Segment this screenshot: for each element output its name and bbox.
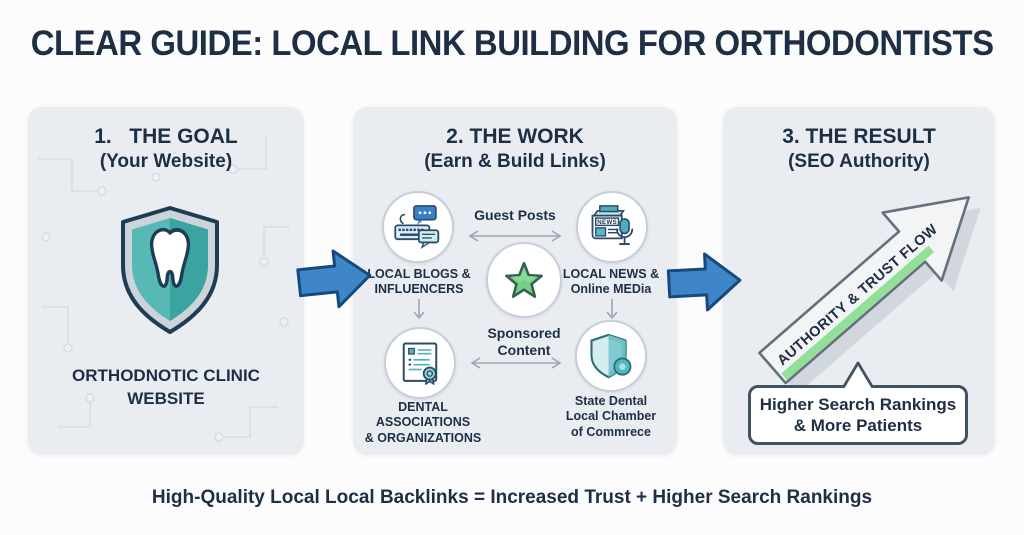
- callout-pointer: [841, 361, 875, 388]
- double-arrow-icon: [470, 357, 562, 369]
- tooth-shield-icon: [121, 206, 219, 334]
- node-local-news: NEWS: [576, 191, 648, 263]
- node-dental-associations: [384, 327, 456, 399]
- goal-subheading: (Your Website): [99, 151, 233, 172]
- certificate-icon: [402, 342, 438, 385]
- node-dental-associations-label: DENTAL ASSOCIATIONS & ORGANIZATIONS: [364, 400, 482, 445]
- result-heading: 3. THE RESULT: [782, 125, 936, 148]
- sponsored-content-label: Sponsored Content: [487, 325, 561, 358]
- result-callout: Higher Search Rankings & More Patients: [748, 385, 968, 445]
- goal-caption: ORTHODNOTIC CLINIC WEBSITE: [72, 366, 260, 408]
- growth-arrow: AUTHORITY & TRUST FLOW: [758, 196, 981, 394]
- down-arrow-icon: [413, 299, 425, 320]
- double-arrow-icon: [468, 230, 562, 242]
- panel-goal: 1. THE GOAL (Your Website) ORTHODNOTIC C…: [28, 107, 304, 455]
- result-subheading: (SEO Authority): [788, 151, 930, 172]
- panel-result: 3. THE RESULT (SEO Authority) AUTHORITY …: [723, 107, 995, 455]
- connector-arrow-icon: [296, 249, 372, 309]
- newspaper-mic-icon: NEWS: [591, 205, 634, 246]
- page-title: CLEAR GUIDE: LOCAL LINK BUILDING FOR ORT…: [30, 24, 994, 63]
- star-icon: [505, 261, 543, 298]
- node-local-news-label: LOCAL NEWS & Online MEDia: [562, 267, 660, 297]
- node-sponsored-content: [486, 242, 562, 318]
- guest-posts-label: Guest Posts: [474, 207, 556, 223]
- circuit-pattern-decoration: [38, 137, 290, 442]
- keyboard-chat-icon: [394, 205, 440, 249]
- node-chamber-label: State Dental Local Chamber of Commrece: [565, 394, 657, 439]
- work-subheading: (Earn & Build Links): [424, 151, 606, 172]
- news-icon-text: NEWS: [597, 219, 617, 226]
- shield-badge-icon: [590, 333, 632, 379]
- node-chamber: [575, 320, 647, 392]
- node-local-blogs-label: LOCAL BLOGS & INFLUENCERS: [367, 267, 471, 297]
- down-arrow-icon: [606, 299, 618, 320]
- goal-heading: 1. THE GOAL: [94, 125, 238, 148]
- panel-work: 2. THE WORK (Earn & Build Links) Guest P…: [353, 107, 677, 455]
- node-local-blogs: [382, 191, 454, 263]
- growth-arrow-label: AUTHORITY & TRUST FLOW: [774, 221, 940, 369]
- connector-arrow-icon: [666, 252, 742, 312]
- work-heading: 2. THE WORK: [446, 125, 584, 148]
- footer-caption: High-Quality Local Local Backlinks = Inc…: [151, 487, 873, 508]
